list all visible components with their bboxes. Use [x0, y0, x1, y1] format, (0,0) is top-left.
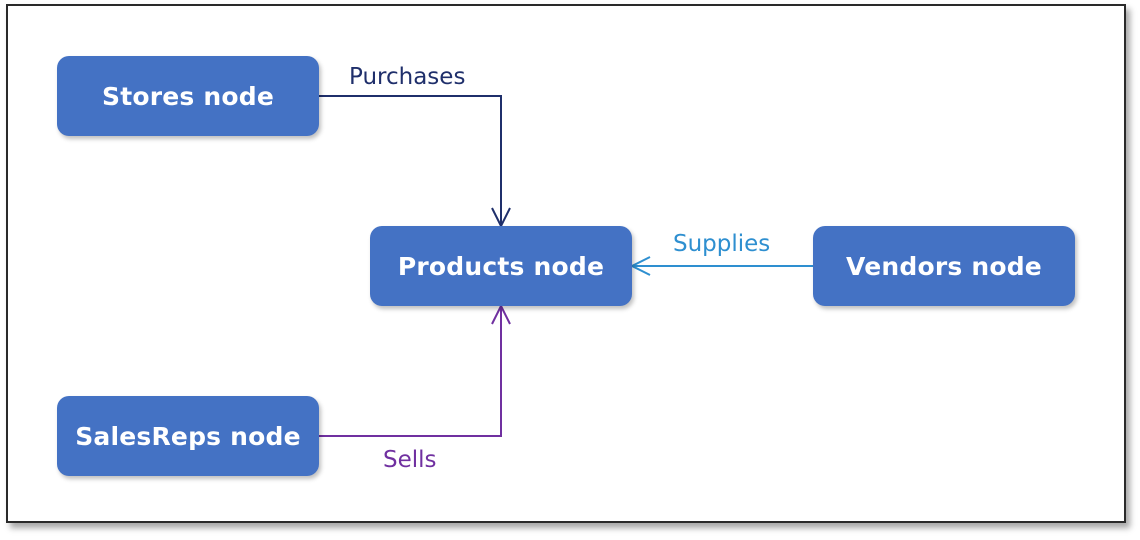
sells-edge [319, 306, 502, 437]
sells-arrowhead [491, 303, 511, 325]
stores-node[interactable]: Stores node [57, 56, 319, 136]
salesreps-node[interactable]: SalesReps node [57, 396, 319, 476]
supplies-arrowhead [629, 256, 651, 276]
products-node[interactable]: Products node [370, 226, 632, 306]
supplies-label: Supplies [673, 231, 771, 257]
purchases-edge [319, 95, 502, 226]
vendors-node[interactable]: Vendors node [813, 226, 1075, 306]
purchases-label: Purchases [349, 64, 466, 90]
sells-label: Sells [383, 447, 437, 473]
